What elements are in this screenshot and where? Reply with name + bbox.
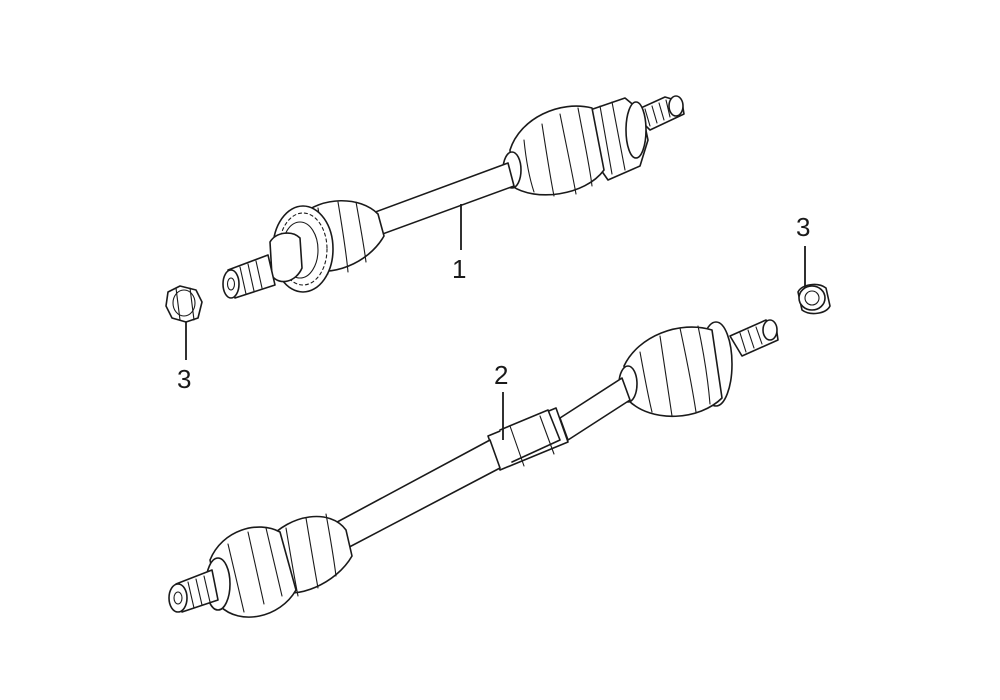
shaft-1-outer-cv-housing (589, 97, 649, 181)
callout-part-3-left: 3 (177, 364, 192, 394)
shaft-2-damper (487, 407, 569, 471)
axle-nut-left (165, 285, 203, 323)
shaft-2-left-spline (168, 569, 219, 613)
shaft-2-right-boot (618, 325, 723, 418)
shaft-1-bar (369, 162, 515, 237)
axle-shaft-assembly-2 (168, 319, 779, 618)
callout-part-3-right: 3 (796, 212, 811, 242)
shaft-1-inner-hub (269, 232, 303, 283)
shaft-2-bar-right (559, 377, 631, 441)
shaft-2-inner-joint-housing (205, 526, 297, 618)
axle-shaft-assembly-1 (222, 95, 685, 299)
callout-part-2: 2 (494, 360, 509, 390)
callout-part-1: 1 (452, 254, 467, 284)
shaft-1-outer-boot (502, 105, 605, 197)
shaft-1-inner-spline (222, 254, 276, 299)
shaft-2-bar-left (325, 439, 501, 555)
shaft-2-right-spline (729, 319, 779, 357)
axle-nut-right (797, 283, 831, 315)
